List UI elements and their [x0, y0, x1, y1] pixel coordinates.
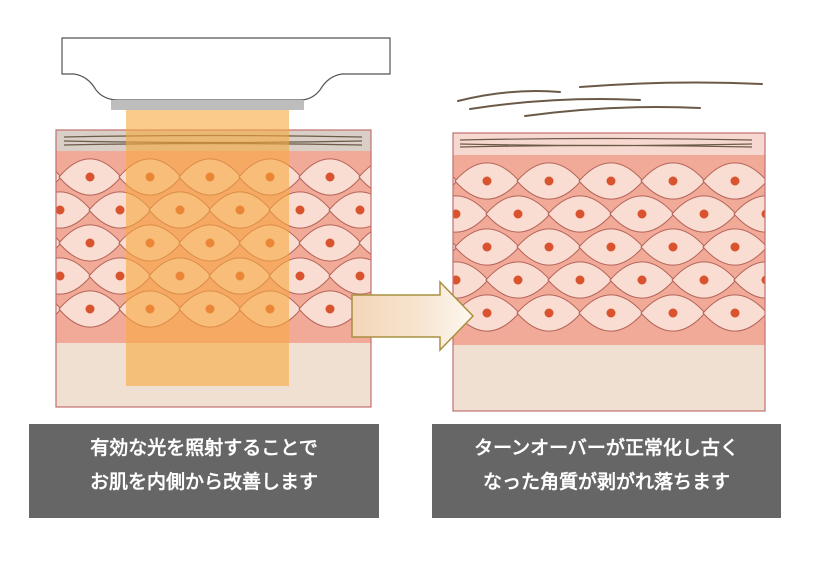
cell-nucleus	[26, 173, 35, 182]
dermis-right	[453, 345, 765, 411]
light-beam	[126, 110, 289, 386]
cell-nucleus	[669, 177, 678, 186]
cell-nucleus	[356, 272, 365, 281]
cell-nucleus	[296, 206, 305, 215]
cell-nucleus	[762, 276, 771, 285]
caption-right: ターンオーバーが正常化し古く なった角質が剥がれ落ちます	[432, 424, 781, 518]
caption-right-line2: なった角質が剥がれ落ちます	[432, 465, 781, 499]
cell-nucleus	[86, 305, 95, 314]
cell-nucleus	[116, 272, 125, 281]
skin-cell	[389, 192, 451, 228]
light-device	[62, 38, 390, 110]
cell-nucleus	[386, 173, 395, 182]
caption-left: 有効な光を照射することで お肌を内側から改善します	[29, 424, 379, 518]
cell-nucleus	[824, 210, 830, 219]
skin-cell	[0, 159, 61, 195]
caption-left-line1: 有効な光を照射することで	[29, 431, 379, 465]
cell-nucleus	[731, 177, 740, 186]
cell-nucleus	[483, 243, 492, 252]
cell-nucleus	[56, 272, 65, 281]
cell-nucleus	[669, 243, 678, 252]
skin-cell	[0, 225, 61, 261]
cell-nucleus	[56, 206, 65, 215]
cell-nucleus	[483, 309, 492, 318]
cell-nucleus	[386, 239, 395, 248]
cell-nucleus	[638, 276, 647, 285]
cell-nucleus	[483, 177, 492, 186]
cell-nucleus	[416, 272, 425, 281]
cell-nucleus	[86, 239, 95, 248]
caption-left-line2: お肌を内側から改善します	[29, 465, 379, 499]
cell-nucleus	[669, 309, 678, 318]
cell-nucleus	[576, 276, 585, 285]
cell-nucleus	[296, 272, 305, 281]
cell-nucleus	[731, 309, 740, 318]
stratum-corneum-right	[453, 133, 765, 155]
skin-cell	[393, 163, 457, 199]
cell-nucleus	[607, 309, 616, 318]
cell-nucleus	[416, 206, 425, 215]
cell-nucleus	[514, 210, 523, 219]
caption-right-line1: ターンオーバーが正常化し古く	[432, 431, 781, 465]
skin-cell	[765, 229, 829, 265]
cell-nucleus	[545, 309, 554, 318]
cell-nucleus	[793, 309, 802, 318]
cell-nucleus	[326, 173, 335, 182]
skin-block-right	[393, 133, 830, 411]
cell-nucleus	[607, 243, 616, 252]
cell-nucleus	[700, 276, 709, 285]
skin-cell	[765, 163, 829, 199]
skin-cell	[796, 262, 830, 298]
flake	[525, 107, 700, 116]
cell-nucleus	[326, 305, 335, 314]
cell-nucleus	[514, 276, 523, 285]
cell-nucleus	[607, 177, 616, 186]
skin-cell	[0, 291, 61, 327]
cell-nucleus	[545, 243, 554, 252]
flake	[458, 91, 560, 101]
cell-nucleus	[793, 177, 802, 186]
cell-nucleus	[793, 243, 802, 252]
cell-nucleus	[116, 206, 125, 215]
cell-nucleus	[731, 243, 740, 252]
skin-cell	[393, 229, 457, 265]
cell-nucleus	[824, 276, 830, 285]
cell-nucleus	[421, 243, 430, 252]
skin-cell	[796, 196, 830, 232]
cell-nucleus	[86, 173, 95, 182]
cell-nucleus	[576, 210, 585, 219]
flake	[580, 83, 762, 87]
peeling-flakes	[458, 83, 762, 116]
cell-nucleus	[638, 210, 647, 219]
cell-nucleus	[356, 206, 365, 215]
cell-nucleus	[326, 239, 335, 248]
cell-nucleus	[762, 210, 771, 219]
cell-nucleus	[26, 239, 35, 248]
cell-nucleus	[545, 177, 554, 186]
skin-cell	[765, 295, 829, 331]
cell-nucleus	[26, 305, 35, 314]
cell-nucleus	[700, 210, 709, 219]
cell-nucleus	[421, 177, 430, 186]
